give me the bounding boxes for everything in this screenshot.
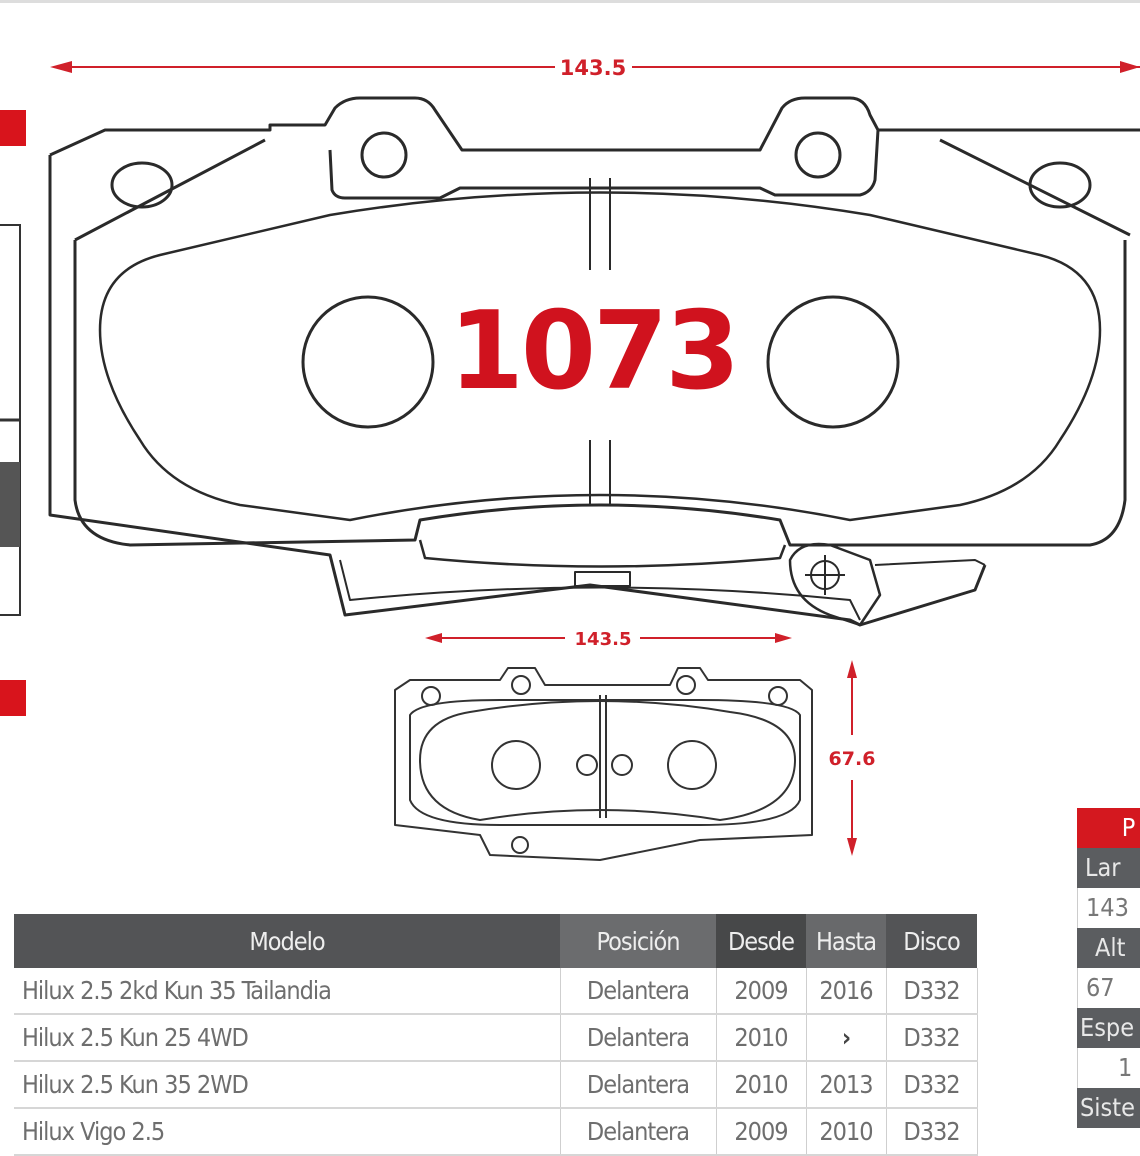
cell-hasta: 2013 [806,1061,887,1109]
svg-text:143.5: 143.5 [560,56,626,80]
table-header-row: Modelo Posición Desde Hasta Disco [14,914,977,968]
dimension-width-small: 143.5 [425,629,792,650]
applications-table: Modelo Posición Desde Hasta Disco Hilux … [14,914,978,1156]
cell-disco: D332 [886,968,978,1015]
red-marker [0,680,26,716]
table-row: Hilux 2.5 Kun 35 2WD Delantera 2010 2013… [14,1061,978,1109]
spec-value: 1 [1077,1048,1140,1088]
product-code: 1073 [449,289,738,414]
mounting-holes [110,131,1092,209]
cell-modelo: Hilux 2.5 2kd Kun 35 Tailandia [14,968,561,1015]
header-posicion: Posición [560,914,716,968]
sensor-circles [301,295,900,429]
cell-desde: 2010 [716,1061,807,1109]
red-marker [0,110,26,146]
spec-label: Siste [1077,1088,1140,1128]
cell-disco: D332 [886,1014,978,1062]
spec-label: Alt [1077,928,1140,968]
cell-posicion: Delantera [560,968,717,1015]
cell-posicion: Delantera [560,1108,717,1156]
cell-hasta: 2010 [806,1108,887,1156]
header-hasta: Hasta [806,914,886,968]
cell-hasta: › [806,1014,887,1062]
svg-text:143.5: 143.5 [575,629,632,650]
top-border [0,0,1140,3]
header-modelo: Modelo [14,914,560,968]
specs-table-partial: P Lar 143 Alt 67 Espe 1 Siste [1077,808,1140,1128]
dimension-width-main: 143.5 [50,56,1140,80]
cell-posicion: Delantera [560,1014,717,1062]
table-row: Hilux 2.5 Kun 25 4WD Delantera 2010 › D3… [14,1014,978,1062]
table-row: Hilux 2.5 2kd Kun 35 Tailandia Delantera… [14,968,978,1015]
cell-desde: 2009 [716,968,807,1015]
cell-desde: 2010 [716,1014,807,1062]
side-view-partial [0,224,21,616]
brake-pad-drawing: 143.5 1073 143.5 [0,56,1140,861]
header-desde: Desde [716,914,806,968]
svg-text:67.6: 67.6 [829,748,876,770]
cell-hasta: 2016 [806,968,887,1015]
spec-value: 143 [1077,888,1140,928]
cell-desde: 2009 [716,1108,807,1156]
cell-modelo: Hilux Vigo 2.5 [14,1108,561,1156]
cell-modelo: Hilux 2.5 Kun 25 4WD [14,1014,561,1062]
spec-label: Lar [1077,848,1140,888]
spec-value: 67 [1077,968,1140,1008]
cell-disco: D332 [886,1061,978,1109]
table-row: Hilux Vigo 2.5 Delantera 2009 2010 D332 [14,1108,978,1156]
cell-modelo: Hilux 2.5 Kun 35 2WD [14,1061,561,1109]
spec-label: Espe [1077,1008,1140,1048]
dimension-height-small: 67.6 [829,660,876,856]
specs-header: P [1077,808,1140,848]
small-pad-outline [394,667,813,861]
header-disco: Disco [886,914,977,968]
cell-disco: D332 [886,1108,978,1156]
cell-posicion: Delantera [560,1061,717,1109]
